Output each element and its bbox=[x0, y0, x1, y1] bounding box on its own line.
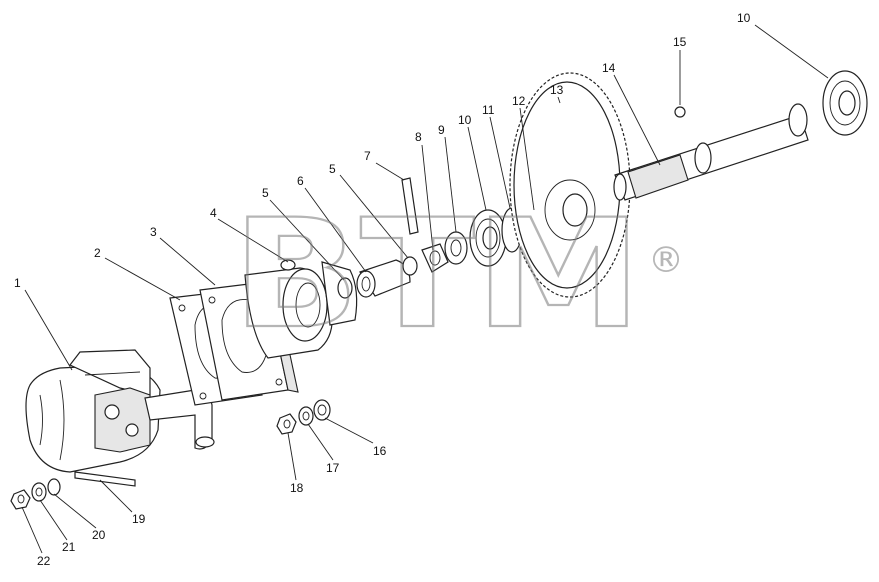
part-bearing-housing bbox=[244, 259, 358, 359]
part-fasteners-bottom bbox=[10, 478, 61, 510]
callout-label: 10 bbox=[737, 11, 751, 25]
part-ball-bearing-top bbox=[822, 70, 868, 136]
part-key bbox=[401, 177, 419, 235]
callout-label: 1 bbox=[14, 276, 21, 290]
callout-label: 9 bbox=[438, 123, 445, 137]
part-snap-ring-right bbox=[402, 256, 418, 276]
part-drive-shaft bbox=[613, 103, 809, 201]
part-fasteners-center bbox=[276, 399, 331, 435]
callout-label: 19 bbox=[132, 512, 146, 526]
callout-label: 3 bbox=[150, 225, 157, 239]
callout-label: 6 bbox=[297, 174, 304, 188]
callout-label: 20 bbox=[92, 528, 106, 542]
part-ball-bearing-mid bbox=[469, 209, 507, 267]
callout-label: 5 bbox=[262, 186, 269, 200]
callout-label: 22 bbox=[37, 554, 51, 568]
part-sleeve bbox=[356, 259, 411, 298]
callout-label: 15 bbox=[673, 35, 687, 49]
callout-label: 2 bbox=[94, 246, 101, 260]
part-pump-body bbox=[25, 349, 215, 487]
part-splined-nut bbox=[421, 243, 449, 273]
watermark: BTM ® bbox=[231, 187, 684, 363]
callout-label: 18 bbox=[290, 481, 304, 495]
callout-label: 21 bbox=[62, 540, 76, 554]
callout-label: 7 bbox=[364, 149, 371, 163]
callout-label: 14 bbox=[602, 61, 616, 75]
callout-label: 17 bbox=[326, 461, 340, 475]
callout-label: 16 bbox=[373, 444, 387, 458]
part-ball bbox=[674, 106, 686, 118]
callout-label: 11 bbox=[482, 103, 495, 117]
callout-label: 8 bbox=[415, 130, 422, 144]
callout-label: 5 bbox=[329, 162, 336, 176]
part-spacer-washer bbox=[444, 231, 468, 265]
callout-label: 13 bbox=[550, 83, 564, 97]
part-snap-ring-left bbox=[337, 277, 353, 299]
watermark-text: BTM bbox=[232, 188, 642, 362]
callout-label: 12 bbox=[512, 94, 526, 108]
part-spur-gear bbox=[509, 72, 631, 298]
watermark-registered-mark: ® bbox=[648, 240, 684, 281]
leader-lines bbox=[21, 24, 829, 554]
callout-label: 10 bbox=[458, 113, 472, 127]
callout-label: 4 bbox=[210, 206, 217, 220]
callout-labels: 1 2 3 4 5 5 6 7 8 9 10 10 11 12 13 14 15… bbox=[14, 11, 751, 568]
